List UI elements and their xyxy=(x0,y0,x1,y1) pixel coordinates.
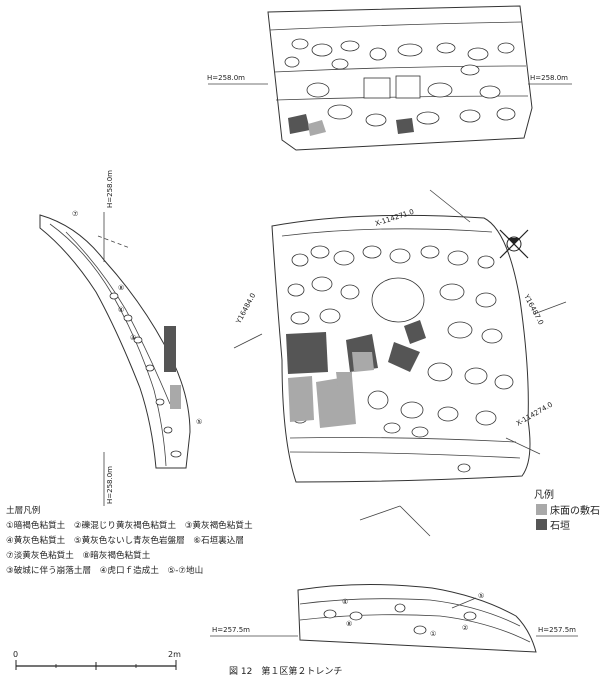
side-marker-4a: ④ xyxy=(118,306,124,314)
x-bottom-coordinate: X-114274.0 xyxy=(515,401,554,428)
legend-label-wall: 石垣 xyxy=(550,521,570,532)
top-left-elevation-label: H=258.0m xyxy=(207,74,245,82)
side-section-drawing xyxy=(39,212,191,506)
side-marker-4b: ④ xyxy=(130,334,136,342)
y-right-coordinate: Y16487.0 xyxy=(522,292,545,326)
bottom-section-drawing xyxy=(210,583,578,653)
bottom-marker-5: ⑤ xyxy=(478,592,484,600)
y-left-coordinate: Y16484.0 xyxy=(234,292,257,326)
bottom-left-elevation-label: H=257.5m xyxy=(212,626,250,634)
bottom-right-elevation-label: H=257.5m xyxy=(538,626,576,634)
side-marker-7: ⑦ xyxy=(72,210,78,218)
scale-start-label: 0 xyxy=(13,650,19,659)
strata-legend: 土層凡例 ①暗褐色粘質土 ②礫混じり黄灰褐色粘質土 ③黄灰褐色粘質土 ④黄灰色粘… xyxy=(6,504,253,579)
legend-swatch-wall xyxy=(536,519,547,530)
legend-title: 凡例 xyxy=(534,490,554,501)
strata-title: 土層凡例 xyxy=(6,506,41,516)
bottom-marker-2: ② xyxy=(462,624,468,632)
strata-row-1: ①暗褐色粘質土 ②礫混じり黄灰褐色粘質土 ③黄灰褐色粘質土 xyxy=(6,521,253,531)
bottom-marker-1: ① xyxy=(430,630,436,638)
side-bottom-elevation-label: H=258.0m xyxy=(106,466,114,504)
side-marker-5: ⑤ xyxy=(196,418,202,426)
x-top-coordinate: X-114271.0 xyxy=(374,208,415,228)
strata-row-4: ③破城に伴う崩落土層 ④虎口ｆ造成土 ⑤-⑦地山 xyxy=(6,566,204,576)
main-plan-drawing xyxy=(233,189,567,537)
figure-caption: 図 12 第１区第２トレンチ xyxy=(229,667,343,677)
bottom-marker-8: ⑧ xyxy=(346,620,352,628)
legend-item-floor-paving: 床面の敷石 xyxy=(536,502,600,517)
strata-row-2: ④黄灰色粘質土 ⑤黄灰色ないし青灰色岩盤層 ⑥石垣裏込層 xyxy=(6,536,244,546)
legend-swatch-floor xyxy=(536,504,547,515)
side-marker-8: ⑧ xyxy=(118,284,124,292)
side-top-elevation-label: H=258.0m xyxy=(106,170,114,208)
legend-label-floor: 床面の敷石 xyxy=(550,506,600,517)
legend-item-stone-wall: 石垣 xyxy=(536,517,570,532)
strata-row-3: ⑦淡黄灰色粘質土 ⑧暗灰褐色粘質土 xyxy=(6,551,151,561)
scale-bar xyxy=(15,660,177,670)
bottom-marker-4: ④ xyxy=(342,598,348,606)
north-arrow-icon xyxy=(499,229,529,259)
top-elevation-drawing xyxy=(208,5,572,151)
top-right-elevation-label: H=258.0m xyxy=(530,74,568,82)
scale-end-label: 2m xyxy=(168,650,181,659)
